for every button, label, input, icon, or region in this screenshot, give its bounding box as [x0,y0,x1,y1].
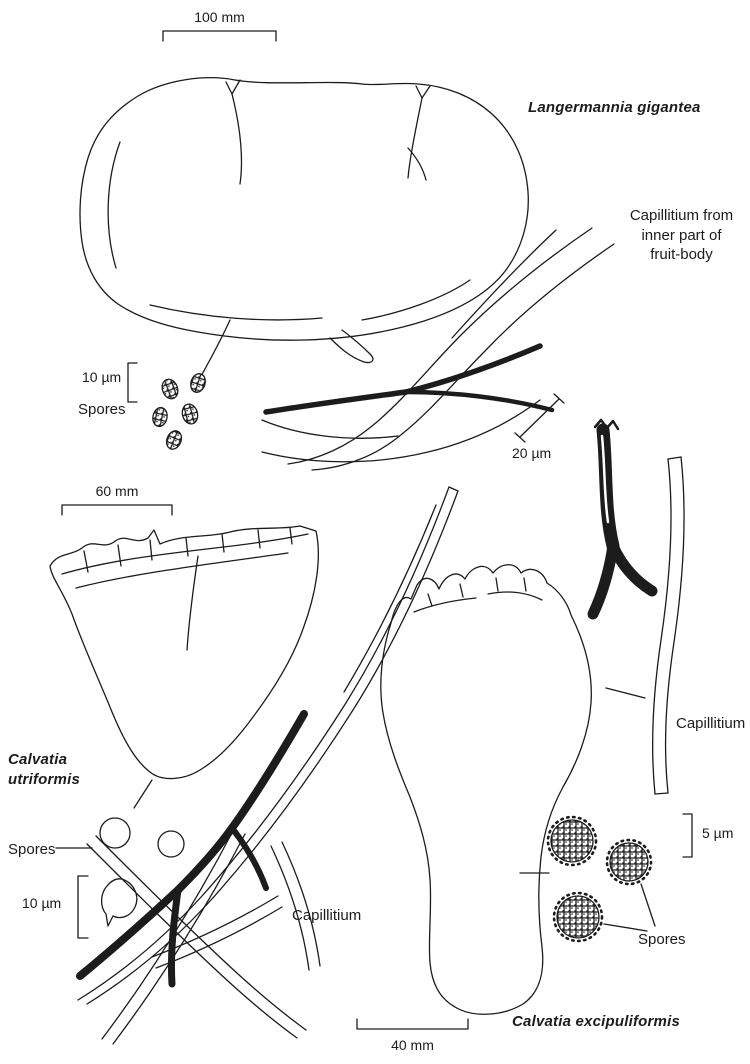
langermannia-capillitium-drawing [261,227,615,471]
langermannia-spores-drawing [127,362,206,450]
scale-label-20um: 20 µm [512,445,552,461]
scale-label-60mm: 60 mm [95,483,139,499]
langermannia-fruitbody-drawing [79,77,529,379]
spores-label-utriformis: Spores [8,841,56,858]
scale-bar-20um-drawing [514,393,565,443]
capillitium-thick-branch-drawing [587,418,658,620]
scale-label-5um: 5 µm [702,825,734,841]
excipuliformis-spores-drawing [546,813,693,943]
capillitium-label-right: Capillitium [676,715,746,732]
scale-label-40mm: 40 mm [391,1037,434,1053]
spores-label-excipuliformis: Spores [638,931,686,948]
scale-bar-40mm-drawing [356,1018,469,1030]
utriformis-spores-drawing [55,817,185,939]
species-label-utriformis: Calvatia utriformis [8,751,81,788]
scale-label-10um-langermannia: 10 µm [82,369,122,385]
utriformis-capillitium-drawing [76,486,459,1045]
scale-bar-60mm-drawing [61,504,173,516]
scale-label-10um-utriformis: 10 µm [22,895,62,911]
spores-label-langermannia: Spores [78,401,126,418]
capillitium-thin-tube-drawing [605,456,685,795]
species-label-excipuliformis: Calvatia excipuliformis [512,1013,680,1030]
excipuliformis-fruitbody-drawing [380,564,592,1015]
species-label-langermannia: Langermannia gigantea [528,99,701,116]
scale-label-100mm: 100 mm [194,9,245,25]
scale-bar-100mm-drawing [162,30,277,42]
capillitium-note-label: Capillitium from inner part of fruit-bod… [629,207,734,263]
capillitium-label-center: Capillitium [292,907,362,924]
utriformis-fruitbody-drawing [49,525,319,809]
